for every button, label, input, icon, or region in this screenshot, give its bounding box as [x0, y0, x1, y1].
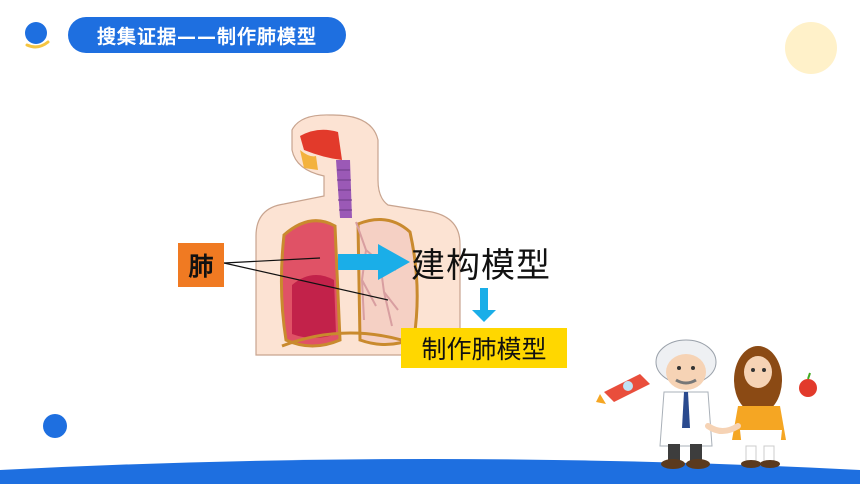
top-right-circle-decor [785, 22, 837, 74]
page-title: 搜集证据——制作肺模型 [68, 17, 346, 53]
bottom-wave-decor [0, 459, 860, 484]
right-arrow [338, 244, 410, 280]
down-arrow [472, 288, 496, 322]
scientist-character-right [732, 346, 817, 468]
holding-hands [705, 423, 741, 434]
bottom-left-dot-decor [43, 414, 67, 438]
trachea-rings [337, 169, 352, 211]
pointer-line-2 [223, 262, 389, 301]
build-model-label: 建构模型 [411, 246, 551, 286]
right-lung [356, 218, 419, 346]
scientist-character-left [596, 339, 717, 469]
pointer-line-1 [223, 257, 321, 264]
apple-icon [799, 379, 817, 397]
corner-arc-decor [25, 40, 50, 49]
corner-dot-decor [25, 22, 47, 44]
lung-label: 肺 [178, 243, 224, 287]
nasal-cavity [300, 129, 342, 160]
throat-tissue [300, 150, 318, 170]
make-model-label: 制作肺模型 [401, 328, 567, 368]
trachea [336, 160, 352, 218]
left-lung-inner [292, 275, 336, 338]
